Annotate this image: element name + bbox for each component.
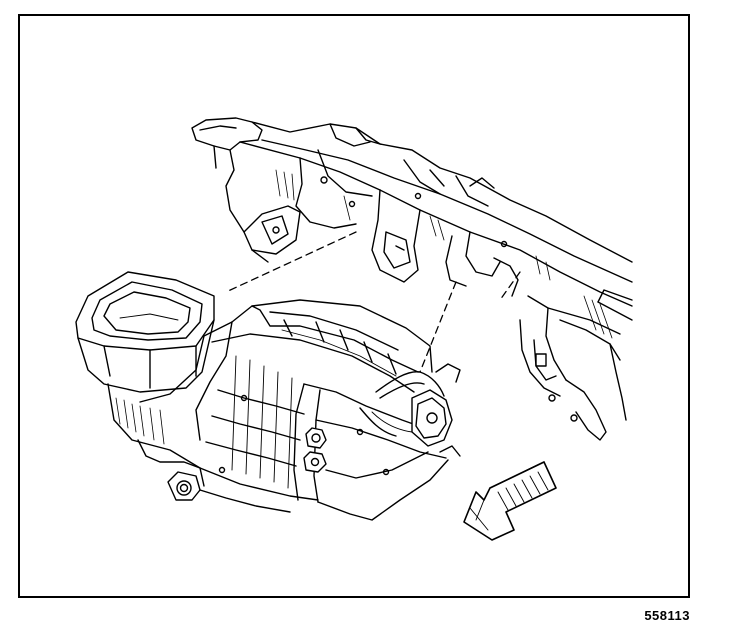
- instrument-panel-carrier: [192, 118, 632, 440]
- front-direction-arrow-icon: [464, 462, 556, 540]
- figure-id-label: 558113: [644, 608, 690, 623]
- alignment-guide-lines: [226, 232, 520, 372]
- hvac-module-assembly: [76, 272, 460, 520]
